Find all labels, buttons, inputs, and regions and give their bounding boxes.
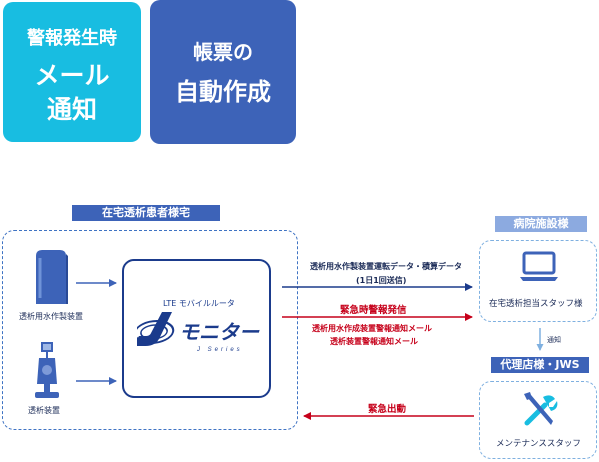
- lte-router-label: LTE モバイルルータ: [163, 299, 235, 308]
- data-flow-label: 透析用水作製装置運転データ・積算データ: [310, 262, 462, 271]
- logo-subtext: J Series: [196, 347, 243, 353]
- dispatch-label: 緊急出動: [368, 404, 407, 415]
- dialysis-machine-icon: [35, 342, 59, 398]
- laptop-icon: [520, 251, 558, 281]
- tile-line: 自動作成: [175, 78, 271, 106]
- home-group-box: [2, 230, 298, 430]
- tile-line: 通知: [46, 95, 97, 124]
- email-alert-tile: 警報発生時 メール 通知: [3, 2, 141, 142]
- hospital-staff-label: 在宅透析担当スタッフ様: [489, 299, 583, 309]
- j-monitor-logo: モニター J Series: [137, 312, 260, 353]
- home-title: 在宅透析患者様宅: [72, 205, 220, 221]
- ro-water-device-label: 透析用水作製装置: [19, 312, 83, 321]
- auto-report-tile: 帳票の 自動作成: [150, 0, 296, 144]
- dealer-title: 代理店様・JWS: [491, 357, 589, 373]
- tile-line: 帳票の: [193, 40, 253, 64]
- data-frequency-label: (1日1回送信): [356, 276, 407, 285]
- tools-icon: [524, 392, 558, 426]
- alarm-title: 緊急時警報発信: [340, 305, 407, 316]
- ro-water-device-icon: [36, 250, 68, 304]
- maintenance-staff-label: メンテナンススタッフ: [496, 439, 581, 449]
- j-monitor-box: [122, 259, 271, 398]
- tile-line: メール: [34, 61, 110, 90]
- dealer-box: [479, 381, 597, 459]
- alarm-line-2: 透析装置警報通知メール: [330, 337, 418, 346]
- dialysis-machine-label: 透析装置: [28, 406, 60, 415]
- hospital-box: [479, 240, 597, 322]
- alarm-line-1: 透析用水作成装置警報通知メール: [312, 324, 432, 333]
- notify-label: 通知: [547, 336, 561, 344]
- hospital-title: 病院施設様: [495, 216, 587, 232]
- tile-line: 警報発生時: [27, 28, 117, 49]
- logo-text: モニター: [179, 322, 260, 344]
